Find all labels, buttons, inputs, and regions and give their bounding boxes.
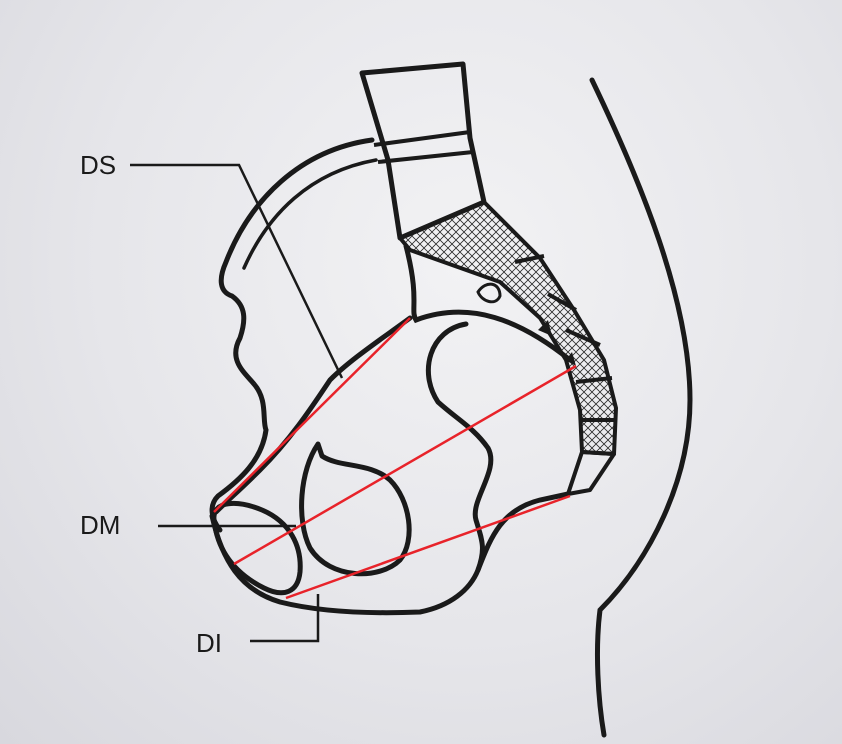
coccyx-tip xyxy=(568,452,614,494)
superior-diameter-line xyxy=(214,318,410,512)
middle-diameter-line xyxy=(234,366,576,564)
sacrum-band xyxy=(400,202,616,454)
label-dm: DM xyxy=(80,512,120,538)
label-di: DI xyxy=(196,630,222,656)
sacral-foramen-1 xyxy=(478,284,500,302)
pubic-symphysis xyxy=(214,503,300,592)
obturator-foramen xyxy=(302,444,410,574)
inferior-diameter-line xyxy=(286,496,570,598)
label-ds: DS xyxy=(80,152,116,178)
